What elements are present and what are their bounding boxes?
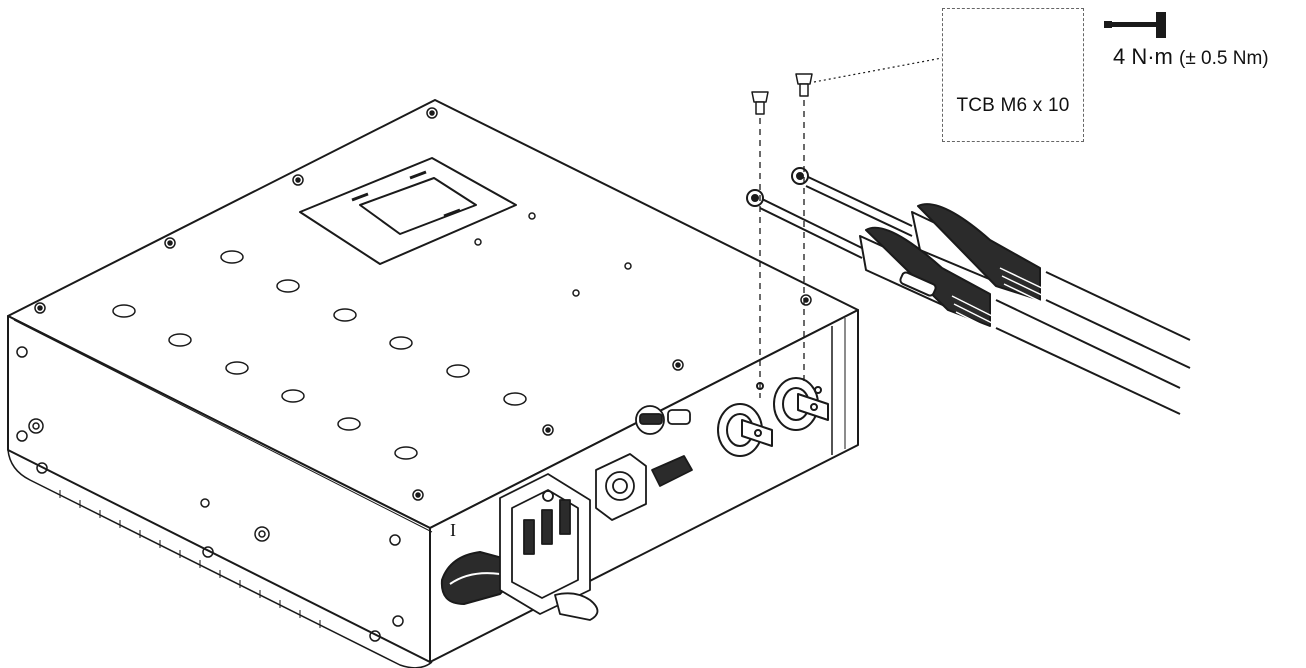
side-screws <box>16 346 404 642</box>
callout-leader <box>813 57 943 83</box>
device-housing <box>7 99 859 668</box>
switch-marking: I <box>450 520 456 540</box>
side-vent-slots <box>59 490 321 628</box>
torque-spec: 4 N·m (± 0.5 Nm) <box>1113 44 1269 70</box>
top-screws <box>34 107 812 501</box>
mounting-screws <box>751 73 813 115</box>
vent-holes <box>112 250 527 460</box>
torque-value: 4 N·m <box>1113 44 1173 69</box>
housing-side-face <box>7 315 431 663</box>
insertion-guides <box>759 100 805 398</box>
torque-tolerance: (± 0.5 Nm) <box>1179 48 1269 69</box>
dc-terminals <box>717 377 829 457</box>
dc-cables <box>746 167 1191 415</box>
callout-box: TCB M6 x 10 <box>942 8 1084 142</box>
display-screen <box>359 177 477 235</box>
power-connector <box>499 473 599 621</box>
signal-connector <box>595 405 693 521</box>
part-name-label: TCB M6 x 10 <box>956 95 1070 116</box>
torque-wrench-icon <box>1104 12 1166 38</box>
